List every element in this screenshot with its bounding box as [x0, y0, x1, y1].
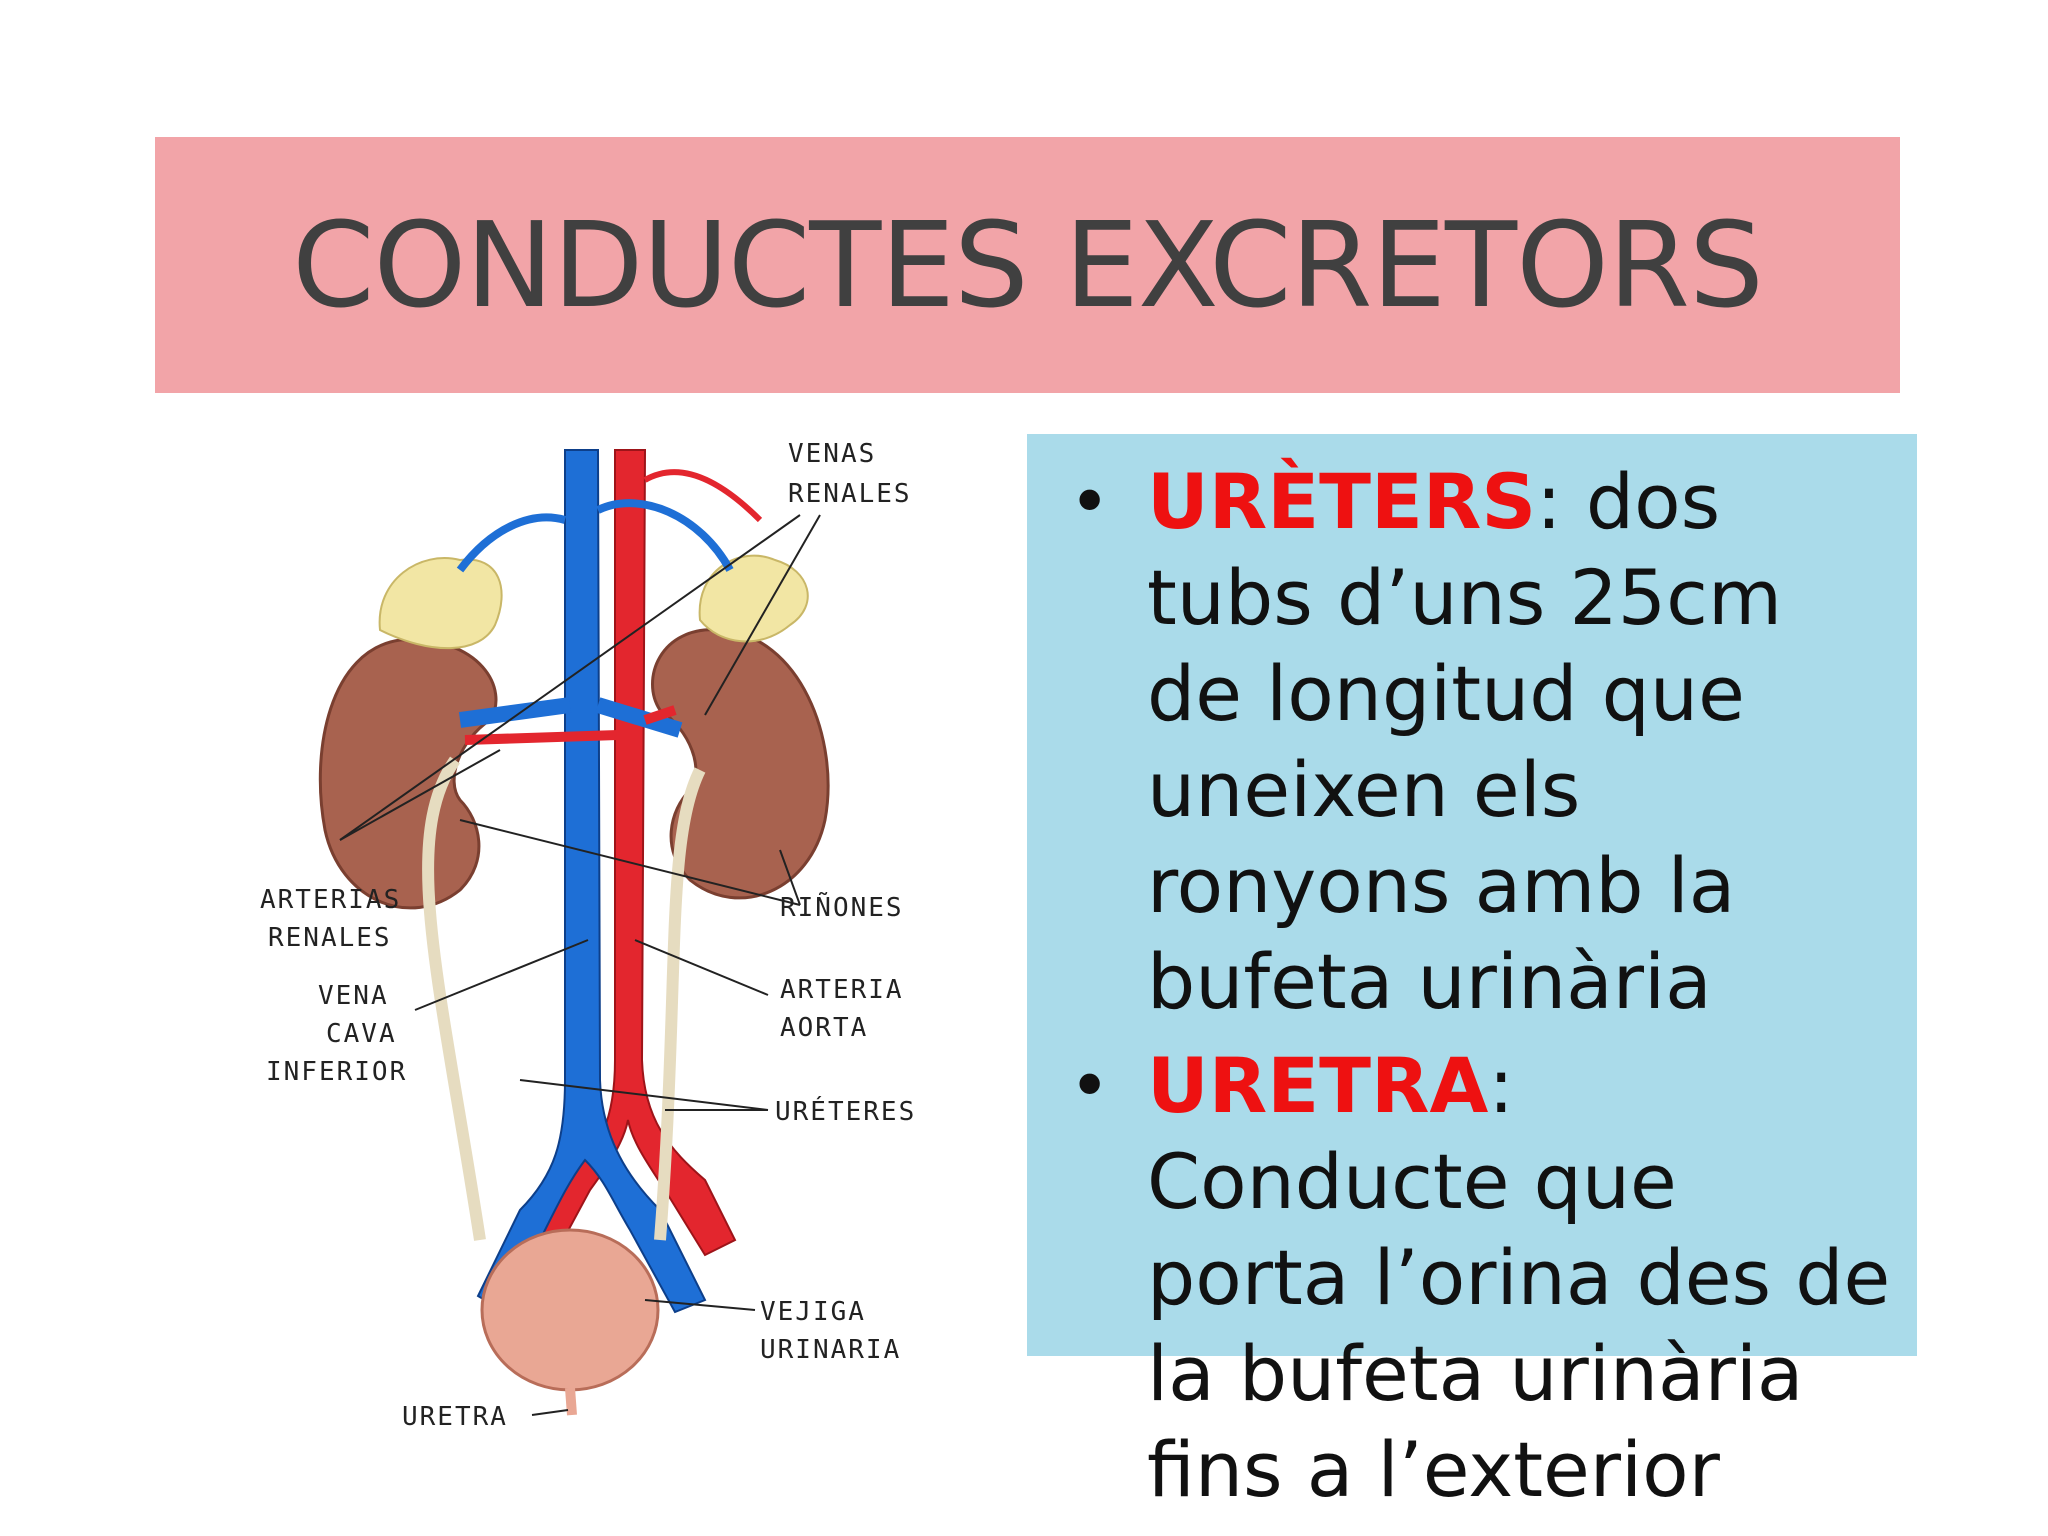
bladder	[480, 1228, 660, 1392]
left-ureter	[422, 756, 486, 1241]
urinary-system-illustration: VENAS RENALES ARTERIAS RENALES RIÑONES V…	[260, 439, 916, 1432]
right-renal-vein	[595, 697, 683, 738]
description-box: • URÈTERS: dos tubs d’uns 25cm de longitu…	[1027, 434, 1917, 1514]
bullet-uretra: • URETRA: Conducte que porta l’orina des …	[1047, 1038, 1897, 1518]
bullet-icon: •	[1069, 461, 1111, 543]
term-ureters: URÈTERS	[1147, 457, 1537, 546]
bullet-ureters: • URÈTERS: dos tubs d’uns 25cm de longitu…	[1047, 454, 1897, 1030]
right-renal-artery	[643, 705, 677, 725]
vena-cava	[476, 449, 707, 1314]
left-adrenal-gland	[378, 557, 503, 650]
title-bar: CONDUCTES EXCRETORS	[155, 137, 1900, 393]
left-renal-vein	[458, 697, 572, 728]
label-vena-cava-3: INFERIOR	[266, 1057, 407, 1087]
label-vena-cava-2: CAVA	[326, 1019, 397, 1049]
upper-artery-right	[643, 469, 763, 523]
bullet-list: • URÈTERS: dos tubs d’uns 25cm de longitu…	[1047, 454, 1897, 1518]
label-venas-renales-1: VENAS	[788, 439, 876, 469]
bullet-icon: •	[1069, 1045, 1111, 1127]
label-arterias-renales-1: ARTERIAS	[260, 885, 401, 915]
urinary-system-diagram: VENAS RENALES ARTERIAS RENALES RIÑONES V…	[160, 420, 990, 1530]
label-vejiga-2: URINARIA	[760, 1335, 901, 1365]
label-rinones: RIÑONES	[780, 891, 904, 923]
urethra	[565, 1387, 577, 1416]
right-ureter	[654, 767, 706, 1241]
upper-vessels-left	[456, 513, 567, 573]
left-kidney	[318, 638, 498, 910]
slide-title: CONDUCTES EXCRETORS	[292, 196, 1764, 334]
label-arterias-renales-2: RENALES	[268, 923, 392, 953]
label-uretra: URETRA	[402, 1402, 508, 1432]
label-venas-renales-2: RENALES	[788, 479, 912, 509]
definition-uretra: : Conducte que porta l’orina des de la b…	[1147, 1041, 1891, 1514]
definition-ureters: : dos tubs d’uns 25cm de longitud que un…	[1147, 457, 1782, 1026]
leader-lines	[339, 514, 821, 1416]
right-adrenal-gland	[698, 554, 809, 643]
label-arteria-aorta-1: ARTERIA	[780, 975, 904, 1005]
label-arteria-aorta-2: AORTA	[780, 1013, 868, 1043]
left-renal-artery	[464, 730, 619, 745]
term-uretra: URETRA	[1147, 1041, 1489, 1130]
upper-vessels-right	[596, 499, 734, 572]
label-ureteres: URÉTERES	[775, 1095, 916, 1127]
label-vejiga-1: VEJIGA	[760, 1297, 866, 1327]
label-vena-cava-1: VENA	[318, 981, 389, 1011]
